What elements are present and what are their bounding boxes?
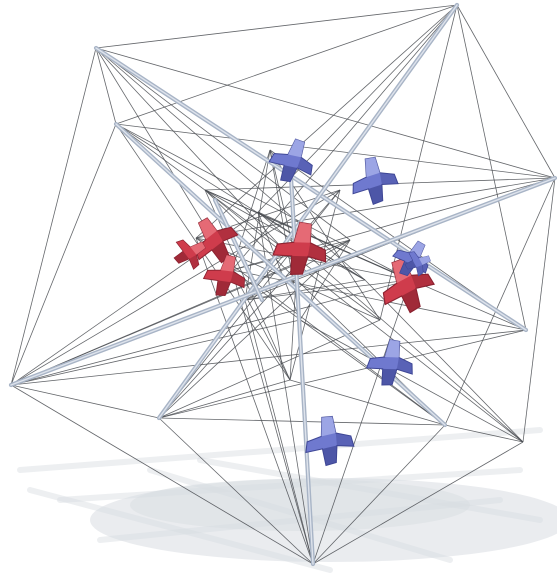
polyhedron-scene (0, 0, 557, 588)
